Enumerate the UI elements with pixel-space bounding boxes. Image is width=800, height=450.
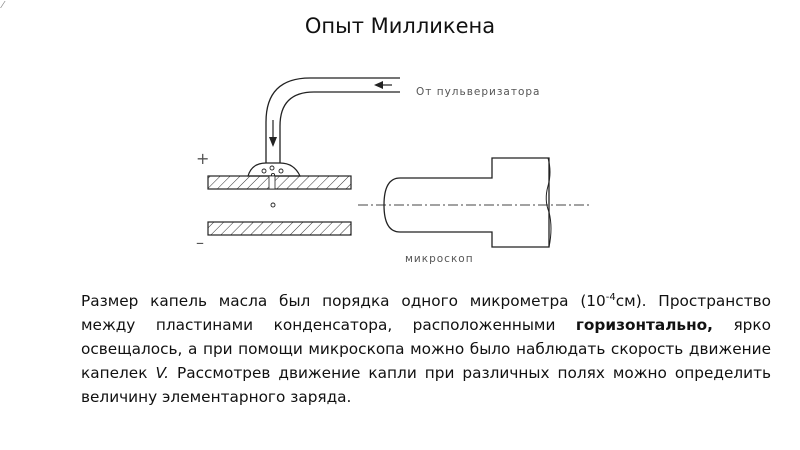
slide-title: Опыт Милликена xyxy=(304,14,496,38)
minus-sign: – xyxy=(196,233,204,252)
para-text-4: Рассмотрев движение капли при различных … xyxy=(81,364,771,407)
microscope xyxy=(383,157,552,248)
description-paragraph: Размер капель масла был порядка одного м… xyxy=(81,286,771,409)
para-bold: горизонтально, xyxy=(575,316,713,335)
inflow-arrow xyxy=(374,81,392,89)
plate-hole xyxy=(268,175,276,190)
microscope-label: микроскоп xyxy=(405,253,474,265)
bottom-capacitor-plate xyxy=(207,221,352,236)
para-text-2: см). Пространство между пластинами конде… xyxy=(81,292,771,335)
para-text-1: Размер капель масла был порядка одного м… xyxy=(81,292,606,311)
falling-droplet xyxy=(270,202,276,208)
downflow-arrow xyxy=(269,120,277,147)
millikan-apparatus-diagram xyxy=(207,77,590,248)
sprayer-tube xyxy=(265,77,400,163)
para-text-3: ярко освещалось, а при помощи микроскопа… xyxy=(81,316,771,383)
top-capacitor-plate xyxy=(207,175,352,190)
para-italic: V. xyxy=(155,364,170,383)
oil-mist-dome xyxy=(247,162,301,177)
para-exponent: -4 xyxy=(605,292,616,303)
plus-sign: + xyxy=(196,149,210,168)
corner-mark: ⁄ xyxy=(2,0,4,11)
sprayer-label: От пульверизатора xyxy=(416,86,541,98)
